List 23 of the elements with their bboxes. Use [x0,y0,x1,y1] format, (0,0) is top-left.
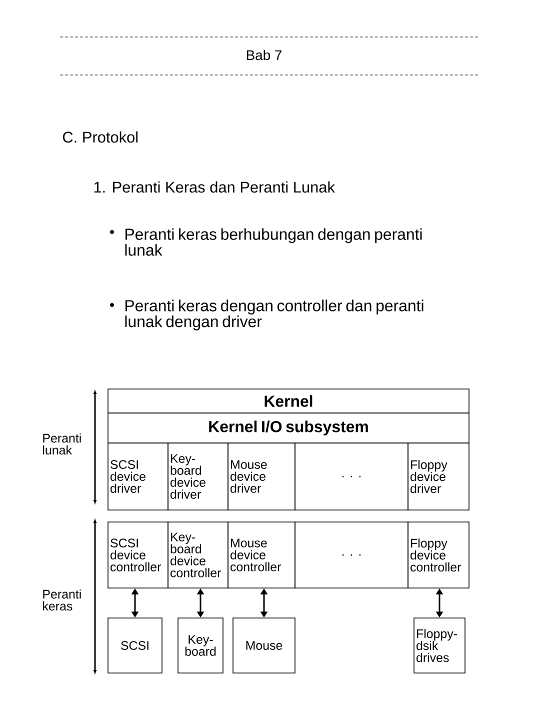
controller-cell: Key-board device controller [168,522,228,588]
controller-cell: SCSI device controller [108,522,168,588]
driver-cell: Floppy device driver [408,442,470,510]
controller-cell: . . . [294,522,408,588]
controller-cell: Floppy device controller [408,522,470,588]
bullet-text: Peranti keras berhubungan dengan peranti lunak [125,228,422,256]
chapter-heading: Bab 7 [246,50,282,60]
driver-cell: Mouse device driver [228,442,296,510]
subsection-heading: 1. Peranti Keras dan Peranti Lunak [94,181,335,193]
controller-cell: Mouse device controller [228,522,296,588]
side-label: Peranti keras [43,589,81,611]
driver-cell: SCSI device driver [108,442,168,510]
side-label: Peranti lunak [43,433,81,455]
device-box: Key-board [178,618,224,674]
device-box: Mouse [232,618,296,674]
bullet-text: Peranti keras dengan controller dan peranti lunak dengan driver [125,300,424,330]
driver-cell: . . . [294,442,408,510]
subsystem-box: Kernel I/O subsystem [108,412,470,444]
device-box: SCSI [108,618,162,674]
section-heading: C. Protokol [62,131,138,143]
driver-cell: Key-board device driver [168,442,228,510]
device-box: Floppy-dsik drives [414,618,466,674]
kernel-box: Kernel [108,388,470,414]
